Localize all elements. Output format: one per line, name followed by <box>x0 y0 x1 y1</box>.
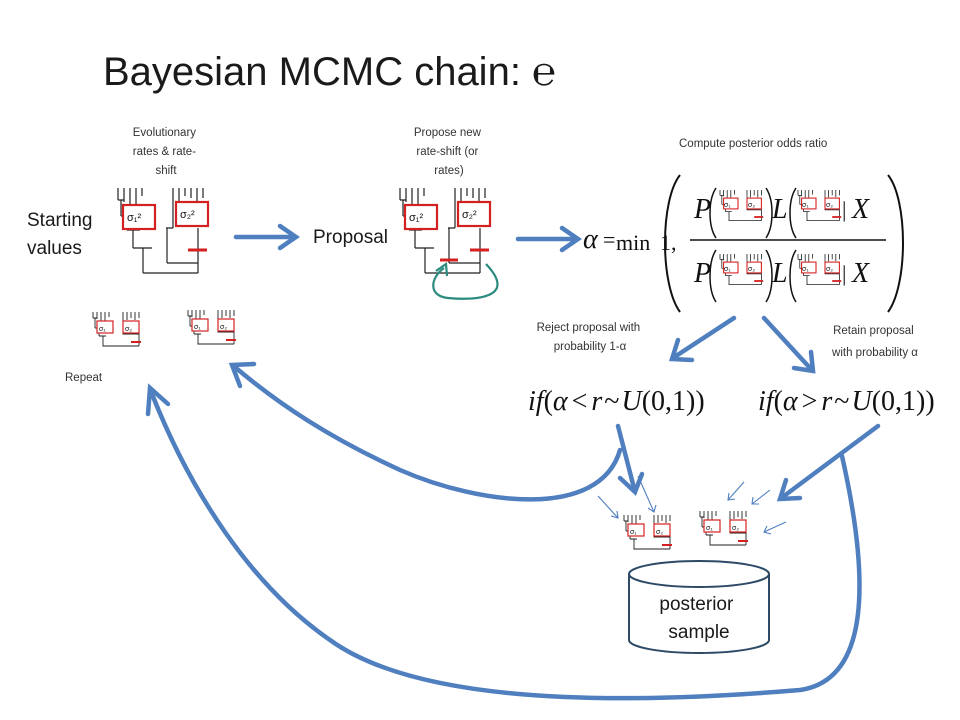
starting-values-label: Starting values <box>27 210 98 259</box>
retain-condition: if(α>r~U(0,1)) <box>758 386 935 417</box>
arrow-to-retain <box>761 315 816 374</box>
num-L: L <box>771 194 788 225</box>
posterior-line-2: sample <box>668 622 729 643</box>
repeat-label: Repeat <box>65 372 103 384</box>
sample-thin-arrows <box>597 475 787 535</box>
repeat-1-sigma-1: σ₁ <box>99 326 106 333</box>
den-given: | <box>842 261 846 286</box>
sample-1-sigma-1: σ₁ <box>630 529 637 536</box>
reject-line-1: Reject proposal with <box>537 322 641 334</box>
propose-caption-line-2: rate-shift (or <box>416 146 478 158</box>
posterior-sample-cylinder: posterior sample <box>628 560 770 654</box>
arrow-to-proposal <box>233 223 300 251</box>
repeat-1-sigma-2: σ₂ <box>125 326 132 333</box>
posterior-line-1: posterior <box>659 594 734 615</box>
repeat-2-sigma-2: σ₂ <box>220 324 227 331</box>
den-sigma-2b: σ₂ <box>826 266 833 273</box>
propose-caption: Propose new rate-shift (or rates) <box>414 127 484 177</box>
odds-caption: Compute posterior odds ratio <box>679 138 827 150</box>
proposal-label: Proposal <box>313 227 388 248</box>
num-sigma-1b: σ₁ <box>802 202 809 209</box>
den-sigma-1: σ₁ <box>724 266 731 273</box>
retain-line-2: with probability α <box>831 347 918 359</box>
repeat-2-sigma-1: σ₁ <box>194 324 201 331</box>
repeat-arrow-inner <box>228 361 623 502</box>
rates-caption: Evolutionary rates & rate- shift <box>133 127 200 177</box>
sample-1-sigma-2: σ₂ <box>656 529 663 536</box>
propose-caption-line-3: rates) <box>434 165 464 177</box>
den-P: P <box>693 258 711 289</box>
starting-tree: σ₁² σ₂² <box>116 186 210 275</box>
repeat-arrow-outer <box>145 383 862 701</box>
one-label: 1, <box>660 230 677 255</box>
starting-line-2: values <box>27 238 82 259</box>
rates-caption-line-2: rates & rate- <box>133 146 196 158</box>
posterior-label: posterior sample <box>659 594 738 643</box>
num-P: P <box>693 194 711 225</box>
propose-caption-line-1: Propose new <box>414 127 482 139</box>
den-L: L <box>771 258 788 289</box>
rates-caption-line-1: Evolutionary <box>133 127 197 139</box>
sample-2-sigma-1: σ₁ <box>706 525 713 532</box>
arrow-reject-to-sample <box>615 423 645 496</box>
reject-line-2: probability 1-α <box>554 341 627 353</box>
sample-tree-1: σ₁ σ₂ <box>623 514 673 550</box>
arrow-to-reject <box>668 315 737 363</box>
num-sigma-2b: σ₂ <box>826 202 833 209</box>
num-sigma-2: σ₂ <box>748 202 755 209</box>
arrow-retain-to-sample <box>776 423 881 502</box>
arrow-to-formula <box>515 225 582 253</box>
reject-condition: if(α<r~U(0,1)) <box>528 386 705 417</box>
proposal-tree: σ₁² σ₂² <box>398 186 492 275</box>
sigma-1-label: σ₁² <box>127 212 142 224</box>
den-X: X <box>851 258 870 289</box>
min-label: min <box>616 230 650 255</box>
repeat-tree-2: σ₁ σ₂ <box>187 309 237 345</box>
page-title: Bayesian MCMC chain: ℮ <box>103 50 556 94</box>
den-sigma-2: σ₂ <box>748 266 755 273</box>
equals-sign: = <box>603 227 615 252</box>
num-sigma-1: σ₁ <box>724 202 731 209</box>
rates-caption-line-3: shift <box>155 165 177 177</box>
sample-tree-2: σ₁ σ₂ <box>699 510 749 546</box>
retain-caption: Retain proposal with probability α <box>831 325 918 359</box>
num-X: X <box>851 194 870 225</box>
repeat-tree-1: σ₁ σ₂ <box>92 311 142 347</box>
alpha-symbol: α <box>583 224 599 255</box>
starting-line-1: Starting <box>27 210 92 231</box>
den-sigma-1b: σ₁ <box>802 266 809 273</box>
num-given: | <box>842 197 846 222</box>
reject-caption: Reject proposal with probability 1-α <box>537 322 644 353</box>
sample-2-sigma-2: σ₂ <box>732 525 739 532</box>
sigma-2-label: σ₂² <box>180 209 195 221</box>
proposal-loop-arrow <box>432 262 499 300</box>
odds-formula: α = min 1, P σ₁ σ₂ L σ₁ σ₂ | X P σ₁ σ₂ L… <box>583 174 904 313</box>
proposal-sigma-1-label: σ₁² <box>409 212 424 224</box>
retain-line-1: Retain proposal <box>833 325 914 337</box>
proposal-sigma-2-label: σ₂² <box>462 209 477 221</box>
